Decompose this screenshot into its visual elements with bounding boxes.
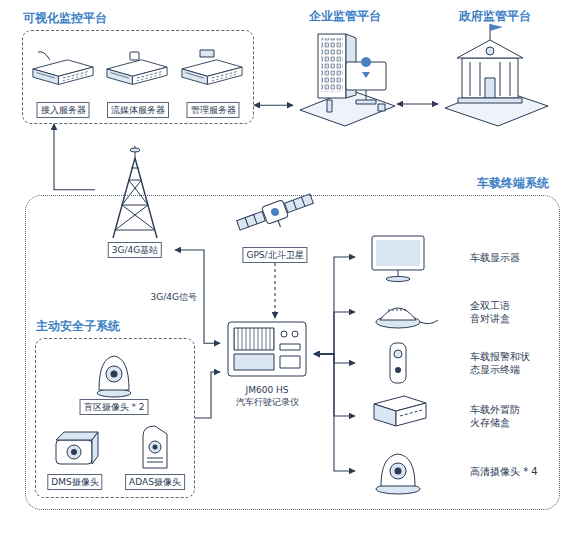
node-label: DMS摄像头: [47, 474, 102, 490]
device: 车载外置防 火存储盒: [355, 394, 548, 438]
node-label: 车载外置防 火存储盒: [470, 403, 548, 429]
node-label: 3G/4G基站: [108, 242, 162, 258]
camera: DMS摄像头: [40, 425, 110, 490]
connector: [314, 312, 355, 354]
node-label: JM600 HS 汽车行驶记录仪: [220, 384, 314, 408]
terminal-group: 车载终端系统3G/4G基站GPS/北斗卫星主动安全子系统盲区摄像头 * 2DMS…: [25, 195, 560, 510]
node-label: ADAS摄像头: [125, 474, 185, 490]
device: 全双工语 音对讲盒: [355, 290, 548, 334]
satellite: GPS/北斗卫星: [239, 188, 311, 263]
server: 流媒体服务器: [102, 56, 174, 118]
group-title: 车载终端系统: [477, 175, 549, 192]
platform-building: 政府监管平台: [438, 8, 552, 128]
node-label: 车载显示器: [470, 251, 548, 264]
node-label: 接入服务器: [37, 102, 90, 118]
server: 接入服务器: [30, 56, 96, 118]
edge-label: 3G/4G信号: [149, 291, 199, 303]
connector: [254, 105, 293, 106]
connector: [175, 250, 220, 343]
connector: [314, 257, 355, 354]
base-station: 3G/4G基站: [95, 148, 175, 258]
connector: [397, 103, 438, 104]
safety-subsystem: 主动安全子系统盲区摄像头 * 2DMS摄像头ADAS摄像头: [35, 338, 195, 498]
connector: [54, 124, 95, 190]
group-title: 主动安全子系统: [36, 318, 120, 335]
node-label: 车载报警和状 态显示终端: [470, 350, 548, 376]
connector: [274, 263, 275, 318]
node-label: 盲区摄像头 * 2: [80, 399, 149, 415]
platform-building: 企业监管平台: [293, 8, 397, 128]
node-label: 企业监管平台: [293, 8, 397, 25]
server: 管理服务器: [180, 56, 246, 118]
recorder: JM600 HS 汽车行驶记录仪: [220, 318, 314, 408]
device: 车载显示器: [355, 232, 548, 282]
platform-group: 可视化监控平台接入服务器流媒体服务器管理服务器: [22, 30, 254, 124]
node-label: 管理服务器: [187, 102, 240, 118]
connector: [314, 354, 355, 471]
group-title: 可视化监控平台: [23, 10, 107, 27]
connector: [195, 372, 220, 418]
node-label: 全双工语 音对讲盒: [470, 299, 548, 325]
camera: ADAS摄像头: [120, 420, 190, 490]
device: 车载报警和状 态显示终端: [355, 340, 548, 386]
node-label: 政府监管平台: [438, 8, 552, 25]
node-label: 流媒体服务器: [107, 102, 169, 118]
node-label: 高清摄像头 * 4: [470, 465, 548, 478]
node-label: GPS/北斗卫星: [242, 247, 307, 263]
device: 高清摄像头 * 4: [355, 446, 548, 496]
camera: 盲区摄像头 * 2: [72, 345, 156, 415]
